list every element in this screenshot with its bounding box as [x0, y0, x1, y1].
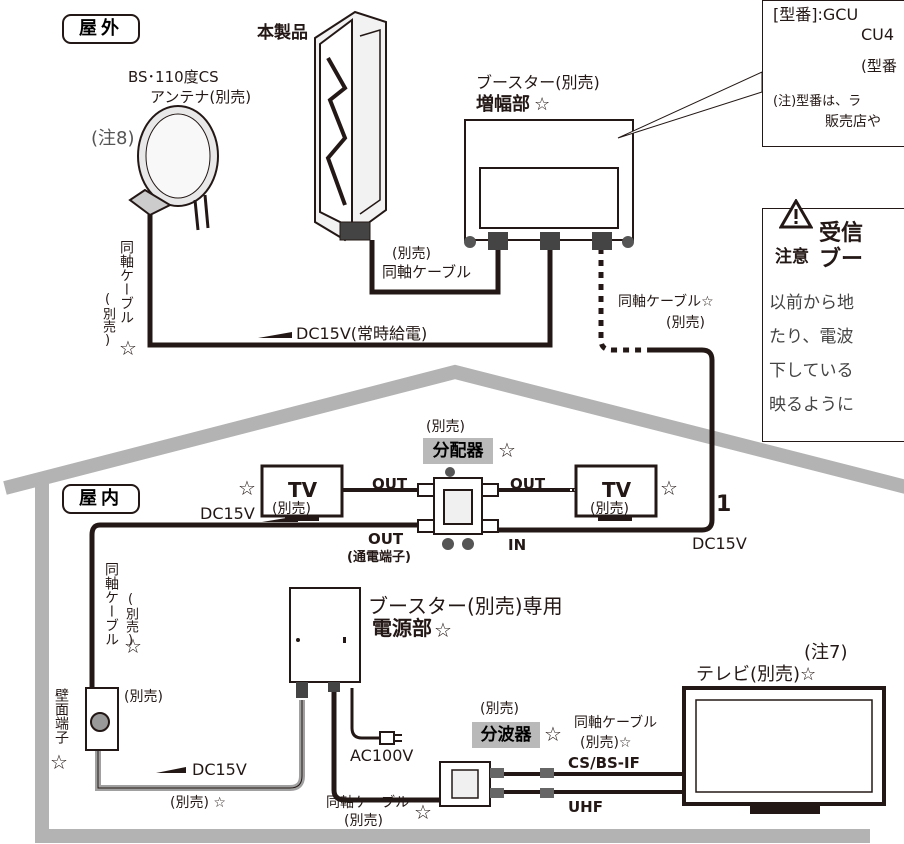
power-unit-line1: ブースター(別売)専用 — [368, 594, 563, 618]
cable-power-separator — [331, 688, 440, 803]
model-note-box: [型番]:GCU CU4 (型番 (注)型番は、ラ 販売店や — [762, 0, 904, 147]
cable-indoor-vertical-main: 同軸ケーブル — [103, 562, 119, 646]
booster-amp-line2: 増幅部 — [476, 94, 530, 115]
cable-booster-out — [490, 347, 715, 533]
cable-sep-line2: (別売)☆ — [580, 735, 632, 751]
separator-line1: (別売) — [480, 701, 519, 717]
warning-body4: 映るように — [769, 395, 854, 415]
main-tv-note: (注7) — [804, 642, 848, 663]
warning-box: 注意 受信 ブー 以前から地 たり、電波 下している 映るように — [762, 199, 904, 442]
note-line1: [型番]:GCU — [773, 5, 859, 24]
splitter-out-bottom: OUT — [368, 530, 404, 548]
splitter-powered: (通電端子) — [347, 550, 411, 565]
separator-name: 分波器 — [472, 722, 540, 748]
wall-terminal-star: ☆ — [50, 750, 68, 774]
cable-bottom-line2: (別売) — [344, 813, 383, 829]
wall-terminal-illustration — [85, 687, 119, 751]
tv-right-illustration — [574, 464, 658, 521]
outdoor-tag: 屋外 — [62, 14, 140, 44]
splitter-out-right: OUT — [510, 475, 546, 493]
splitter-line1: (別売) — [426, 419, 465, 435]
ac-label: AC100V — [350, 746, 414, 765]
main-tv-illustration — [682, 686, 886, 814]
warning-body2: たり、電波 — [769, 327, 854, 347]
tv-left-illustration — [260, 464, 344, 521]
tv-left-label: TV — [288, 478, 318, 502]
number-one: 1 — [716, 492, 732, 517]
warning-triangle-icon — [779, 199, 813, 229]
cable-product-line2: 同軸ケーブル — [382, 263, 472, 281]
uhf-label: UHF — [568, 798, 603, 816]
note-line5: 販売店や — [825, 114, 881, 130]
power-unit-star: ☆ — [434, 618, 452, 642]
warning-body3: 下している — [769, 361, 854, 381]
tv-right-label: TV — [602, 478, 632, 502]
note-line2: CU4 — [861, 25, 895, 44]
power-unit-illustration — [289, 587, 361, 698]
tv-left-sub: (別売) — [272, 501, 311, 517]
plug-icon — [379, 731, 402, 745]
separator-star: ☆ — [544, 722, 562, 746]
tv-left-star: ☆ — [238, 476, 256, 500]
cable-left-vertical-star: ☆ — [119, 336, 137, 360]
callout-pointer — [617, 71, 763, 139]
cable-sep-line1: 同軸ケーブル — [574, 715, 658, 731]
house-outline — [3, 364, 904, 843]
booster-amp-line1: ブースター(別売) — [476, 73, 600, 92]
cable-left-vertical-sub: (別売) — [100, 292, 115, 348]
ac-cord — [350, 688, 380, 740]
booster-illustration — [464, 119, 634, 250]
wall-terminal-label: 壁面端子 — [53, 688, 69, 744]
splitter-out-left: OUT — [372, 475, 408, 493]
warning-title1: 受信 — [819, 221, 864, 246]
warning-title2: ブー — [819, 247, 864, 272]
cs-bs-label: CS/BS-IF — [568, 754, 640, 772]
dc-indoor-left: DC15V — [200, 504, 255, 523]
splitter-star: ☆ — [498, 438, 516, 462]
cable-right-line1: 同軸ケーブル☆ — [618, 294, 714, 310]
cable-splitter-wall — [89, 522, 420, 690]
cable-indoor-vertical-sub: (別売) — [123, 592, 138, 648]
cable-bottom-line1: 同軸ケーブル — [326, 795, 410, 811]
bs-dish-illustration — [128, 105, 219, 231]
cable-left-vertical-main: 同軸ケーブル — [118, 240, 134, 324]
bottom-sub: (別売) ☆ — [170, 795, 226, 811]
antenna-product-illustration — [314, 10, 387, 242]
main-tv-label: テレビ(別売)☆ — [696, 664, 817, 685]
product-label: 本製品 — [257, 23, 308, 43]
warning-word: 注意 — [775, 247, 809, 267]
cable-product-booster — [369, 240, 501, 295]
cable-booster-out-dotted — [598, 248, 650, 353]
cable-right-line2: (別売) — [666, 315, 705, 331]
separator-illustration — [439, 761, 554, 807]
power-unit-line2: 電源部 — [372, 616, 432, 640]
wall-terminal-sub: (別売) — [124, 689, 163, 705]
bs-antenna-line2: アンテナ(別売) — [150, 88, 252, 106]
dc-indoor-right: DC15V — [692, 534, 747, 553]
indoor-tag: 屋内 — [62, 484, 140, 514]
dc-bottom-label: DC15V — [192, 760, 247, 779]
dc-always-label: DC15V(常時給電) — [296, 324, 428, 343]
tv-right-sub: (別売) — [590, 501, 629, 517]
dc-arrow-outdoor — [258, 332, 292, 338]
cable-product-line1: (別売) — [392, 246, 431, 262]
note-line4: (注)型番は、ラ — [773, 94, 862, 109]
splitter-in: IN — [508, 536, 527, 554]
cable-indoor-vertical-star: ☆ — [124, 634, 142, 658]
dc-arrow-bottom — [156, 767, 186, 773]
bs-antenna-note: (注8) — [91, 128, 135, 149]
splitter-name: 分配器 — [423, 438, 493, 464]
warning-body1: 以前から地 — [769, 293, 854, 313]
splitter-illustration — [417, 467, 499, 550]
bs-antenna-line1: BS･110度CS — [128, 68, 219, 86]
cable-antenna-booster — [147, 205, 553, 348]
tv-right-star: ☆ — [660, 476, 678, 500]
booster-amp-star: ☆ — [534, 94, 551, 115]
note-line3: (型番 — [861, 57, 897, 75]
cable-bottom-star: ☆ — [414, 800, 432, 824]
